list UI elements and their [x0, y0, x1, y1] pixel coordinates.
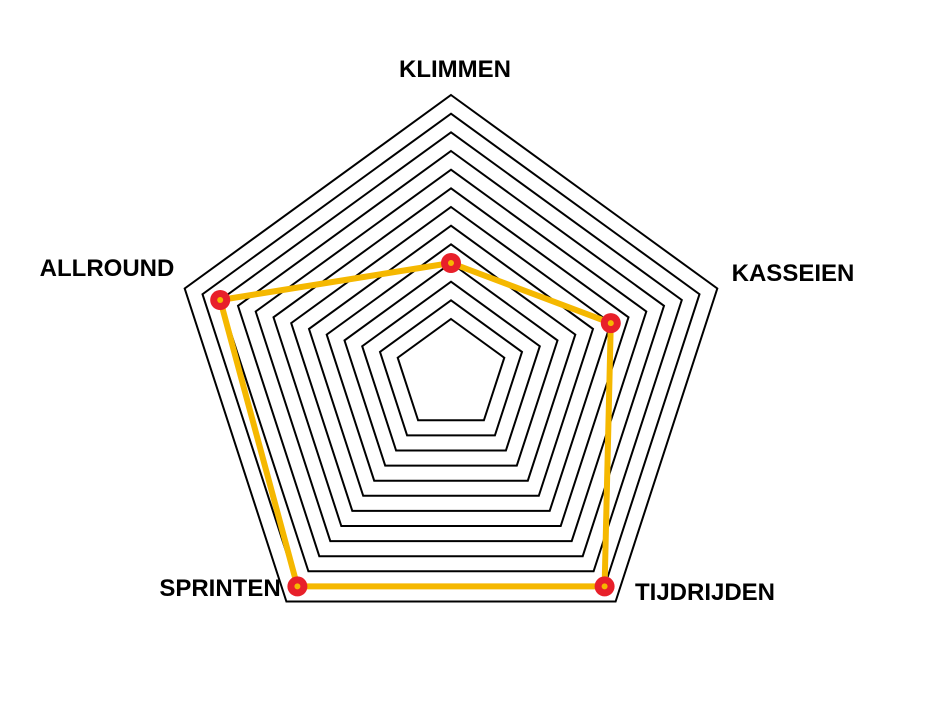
- grid-ring-8: [307, 224, 595, 497]
- data-point-kasseien: [600, 313, 621, 334]
- grid-ring-7: [325, 243, 577, 482]
- data-point-allround: [210, 290, 231, 310]
- radar-series: [217, 260, 614, 590]
- grid-ring-10: [272, 187, 630, 527]
- grid-ring-12: [236, 149, 666, 558]
- grid-ring-13: [219, 131, 683, 573]
- marker-inner: [607, 320, 614, 327]
- radar-grid: [183, 93, 719, 603]
- axis-label-tijdrijden: TIJDRIJDEN: [635, 579, 775, 606]
- radar-markers: [210, 253, 621, 597]
- axis-label-allround: ALLROUND: [40, 255, 175, 282]
- marker-inner: [294, 583, 301, 590]
- axis-label-klimmen: KLIMMEN: [399, 56, 511, 83]
- marker-inner: [217, 297, 224, 303]
- grid-ring-6: [343, 261, 559, 467]
- grid-ring-15: [183, 93, 719, 603]
- axis-label-sprinten: SPRINTEN: [159, 575, 280, 602]
- grid-ring-3: [396, 317, 506, 422]
- data-point-tijdrijden: [594, 576, 615, 597]
- axis-label-kasseien: KASSEIEN: [732, 260, 855, 287]
- marker-inner: [448, 260, 454, 266]
- data-point-klimmen: [441, 253, 461, 273]
- grid-ring-4: [378, 299, 524, 437]
- series-line: [217, 260, 614, 590]
- grid-ring-5: [361, 280, 541, 452]
- axis-labels: KLIMMEN KASSEIEN TIJDRIJDEN SPRINTEN ALL…: [40, 56, 855, 606]
- grid-ring-9: [290, 205, 612, 512]
- marker-inner: [601, 583, 608, 590]
- data-point-sprinten: [287, 576, 308, 597]
